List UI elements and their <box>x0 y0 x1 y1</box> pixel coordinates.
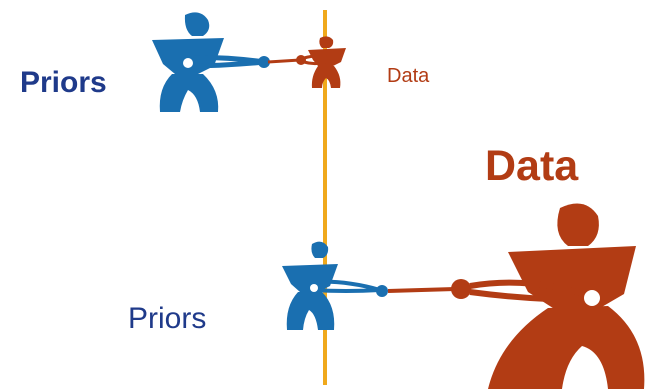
data-chest-dot-bottom <box>584 290 600 306</box>
data-arm-rope-top <box>303 54 331 66</box>
priors-chest-dot-top <box>183 58 193 68</box>
rope-bottom <box>387 287 456 293</box>
priors-label-bottom: Priors <box>128 302 207 335</box>
data-hand-bottom <box>451 279 471 299</box>
data-figure-large <box>488 203 645 389</box>
priors-chest-dot-bottom <box>310 284 318 292</box>
priors-hand-bottom <box>376 285 388 297</box>
data-label-top: Data <box>387 65 430 87</box>
priors-arm-rope-bottom <box>311 279 381 293</box>
rope-top <box>267 58 301 64</box>
data-arm-rope-bottom <box>469 279 591 303</box>
priors-figure-small <box>282 241 338 330</box>
priors-label-top: Priors <box>20 66 107 99</box>
data-label-bottom: Data <box>485 142 579 190</box>
data-hand-top <box>296 55 306 65</box>
priors-arm-rope-top <box>185 55 266 69</box>
priors-hand-top <box>258 56 270 68</box>
